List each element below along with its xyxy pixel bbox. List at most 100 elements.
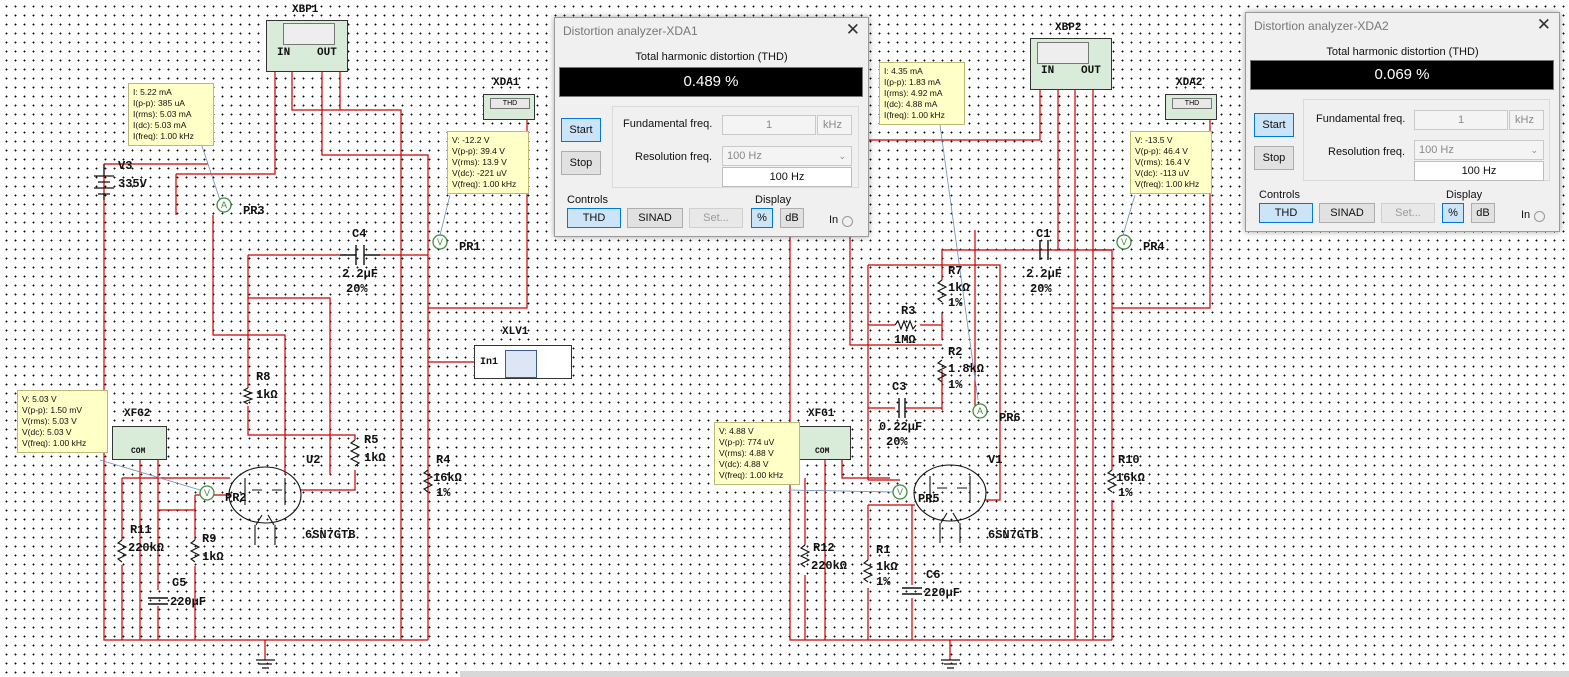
thd-button[interactable]: THD [567, 208, 621, 228]
resolution-select-value: 100 Hz [1419, 144, 1454, 156]
svg-text:V: V [437, 237, 443, 247]
xbp1-out-label: OUT [317, 47, 337, 59]
tube-v1 [913, 464, 987, 543]
r4-value: 16kΩ [433, 471, 462, 485]
horizontal-scrollbar[interactable] [460, 671, 1569, 677]
analyzer-icon [505, 350, 537, 378]
resolution-freq-label: Resolution freq. [1328, 146, 1406, 158]
percent-button[interactable]: % [1442, 203, 1464, 223]
c4-label: C4 [352, 227, 367, 241]
tube-u2 [228, 466, 302, 545]
probe-marker-letters: AVV AVV [204, 200, 1127, 498]
db-button[interactable]: dB [1471, 203, 1495, 223]
r4-label: R4 [436, 453, 451, 467]
set-button[interactable]: Set... [1381, 203, 1435, 223]
fundamental-freq-unit[interactable]: kHz [817, 115, 852, 135]
readout-line: I(freq): 1.00 kHz [884, 110, 945, 120]
fundamental-freq-label: Fundamental freq. [623, 118, 713, 130]
thd-heading: Total harmonic distortion (THD) [1326, 46, 1479, 58]
capacitor-symbols [148, 240, 1049, 605]
r12-value: 220kΩ [811, 559, 848, 573]
resolution-freq-value: 100 Hz [722, 167, 852, 187]
r9-label: R9 [202, 532, 217, 546]
xlv1-logic-analyzer[interactable]: In1 [474, 345, 572, 379]
c1-tol: 20% [1030, 282, 1052, 296]
r11-label: R11 [130, 523, 152, 537]
db-button[interactable]: dB [780, 208, 804, 228]
sinad-button[interactable]: SINAD [627, 208, 683, 228]
start-button[interactable]: Start [1254, 113, 1294, 137]
readout-line: V(freq): 1.00 kHz [452, 179, 517, 189]
fundamental-freq-input[interactable]: 1 [722, 115, 816, 135]
resolution-freq-select[interactable]: 100 Hz⌄ [722, 146, 852, 166]
c3-label: C3 [892, 380, 907, 394]
c1-label: C1 [1036, 227, 1051, 241]
fundamental-freq-unit[interactable]: kHz [1509, 110, 1544, 130]
xda1-distortion-analyzer[interactable]: THD [483, 94, 535, 120]
u2-label: U2 [306, 453, 321, 467]
r1-tol: 1% [876, 575, 891, 589]
controls-label: Controls [567, 194, 608, 206]
stop-button[interactable]: Stop [561, 151, 601, 175]
readout-line: V: -12.2 V [452, 135, 490, 145]
xda2-distortion-analyzer[interactable]: THD [1165, 94, 1217, 120]
sinad-button[interactable]: SINAD [1319, 203, 1375, 223]
close-icon[interactable]: ✕ [1536, 15, 1551, 34]
xfg2-function-generator[interactable]: COM [112, 426, 167, 460]
stop-button[interactable]: Stop [1254, 146, 1294, 170]
resolution-freq-select[interactable]: 100 Hz⌄ [1414, 140, 1544, 160]
readout-line: V(freq): 1.00 kHz [1135, 179, 1200, 189]
fundamental-freq-input[interactable]: 1 [1414, 110, 1508, 130]
display-label: Display [755, 194, 792, 206]
xda2-window[interactable]: Distortion analyzer-XDA2 ✕ Total harmoni… [1245, 12, 1560, 232]
readout-line: V(p-p): 1.50 mV [22, 405, 82, 415]
xbp1-bode-plotter[interactable]: IN OUT [266, 20, 348, 72]
chevron-down-icon: ⌄ [838, 151, 846, 161]
r4-tol: 1% [436, 486, 451, 500]
readout-line: V(dc): -113 uV [1135, 168, 1190, 178]
in-label: In [829, 214, 839, 226]
close-icon[interactable]: ✕ [845, 20, 860, 39]
u2-tube: 6SN7GTB [305, 528, 356, 542]
r2-tol: 1% [948, 378, 963, 392]
thd-button[interactable]: THD [1259, 203, 1313, 223]
probe-readout-pr3: I: 5.22 mA I(p-p): 385 uA I(rms): 5.03 m… [128, 83, 214, 146]
xda1-window[interactable]: Distortion analyzer-XDA1 ✕ Total harmoni… [554, 17, 869, 237]
c5-value: 220µF [170, 595, 207, 609]
readout-line: I(rms): 5.03 mA [133, 109, 192, 119]
probe-readout-pr2: V: 5.03 V V(p-p): 1.50 mV V(rms): 5.03 V… [17, 390, 108, 453]
probe-readout-pr6: I: 4.35 mA I(p-p): 1.83 mA I(rms): 4.92 … [879, 62, 965, 125]
readout-line: V(freq): 1.00 kHz [22, 438, 87, 448]
set-button[interactable]: Set... [689, 208, 743, 228]
bode-plot-icon [1037, 42, 1089, 64]
r7-value: 1kΩ [948, 281, 970, 295]
start-button[interactable]: Start [561, 118, 601, 142]
r10-tol: 1% [1118, 486, 1133, 500]
v3-value: 335V [118, 177, 147, 191]
xlv1-in-label: In1 [480, 357, 499, 368]
xbp2-name: XBP2 [1055, 22, 1082, 34]
percent-button[interactable]: % [751, 208, 773, 228]
thd-display: 0.069 % [1250, 60, 1554, 90]
r9-value: 1kΩ [202, 550, 224, 564]
svg-text:A: A [221, 200, 227, 210]
readout-line: I(p-p): 1.83 mA [884, 77, 941, 87]
c3-value: 0.22µF [879, 420, 923, 434]
controls-label: Controls [1259, 189, 1300, 201]
pr1-label: PR1 [459, 240, 481, 254]
resolution-freq-value: 100 Hz [1414, 161, 1544, 181]
xfg1-function-generator[interactable]: COM [796, 426, 851, 460]
xbp1-name: XBP1 [292, 4, 319, 16]
xbp2-bode-plotter[interactable]: IN OUT [1030, 38, 1112, 90]
v1-tube: 6SN7GTB [988, 528, 1039, 542]
r3-value: 1MΩ [894, 333, 916, 347]
xbp1-in-label: IN [277, 47, 291, 59]
r12-label: R12 [813, 541, 835, 555]
window-title: Distortion analyzer-XDA1 [563, 24, 698, 38]
xlv1-name: XLV1 [502, 326, 529, 338]
readout-line: I(p-p): 385 uA [133, 98, 185, 108]
in-terminal-icon [1534, 211, 1545, 222]
probe-leaders [99, 124, 1136, 493]
r5-value: 1kΩ [364, 451, 386, 465]
